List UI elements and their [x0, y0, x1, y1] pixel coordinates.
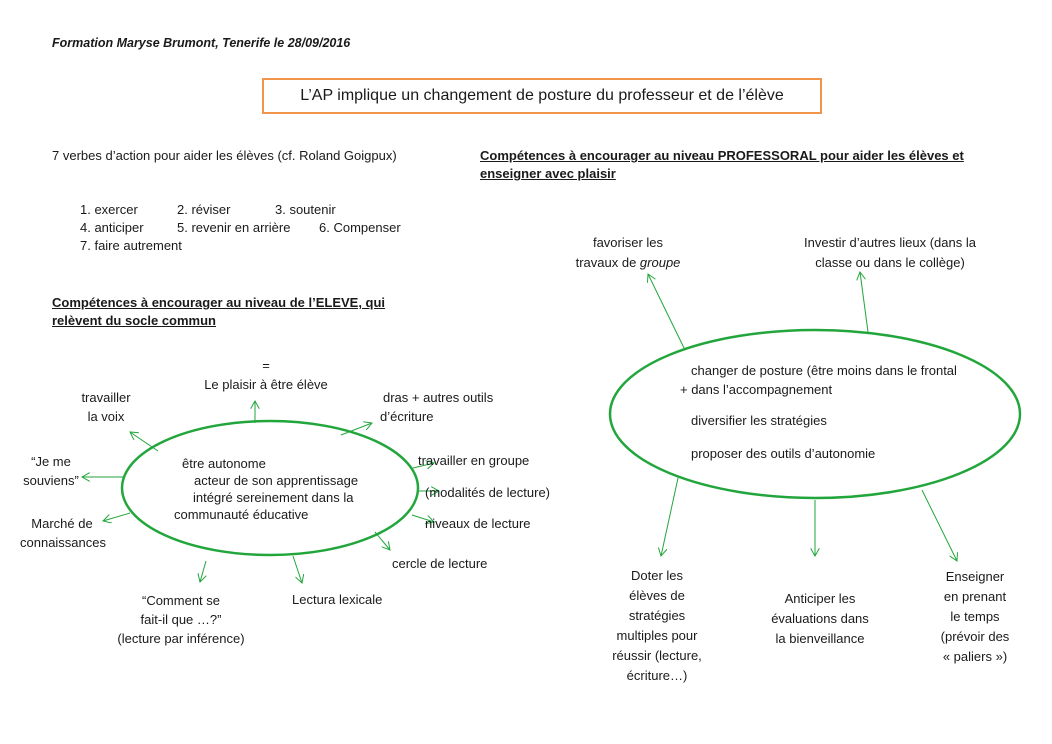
center-line: + dans l’accompagnement [680, 382, 833, 397]
verb-item: 3. soutenir [275, 202, 336, 217]
eleve-center-ellipse [120, 419, 420, 557]
label-line: travailler [81, 390, 131, 405]
label-line: travaux de groupe [566, 253, 690, 273]
label-text: travaux de [575, 255, 640, 270]
prof-heading: Compétences à encourager au niveau PROFE… [480, 147, 980, 183]
label-modalites: (modalités de lecture) [425, 485, 550, 500]
label-line: = [262, 358, 270, 373]
label-line: Investir d’autres lieux (dans la [804, 235, 976, 250]
arrow-enseigner [921, 489, 957, 561]
label-line: fait-il que …?” [140, 612, 222, 627]
label-cercle: cercle de lecture [392, 556, 488, 571]
label-line: “Je me [31, 454, 71, 469]
label-groupe: travailler en groupe [418, 453, 530, 468]
verb-item: 4. anticiper [80, 220, 144, 235]
verbs-intro: 7 verbes d’action pour aider les élèves … [52, 148, 397, 163]
label-line: évaluations dans [771, 611, 869, 626]
arrow-doter [661, 477, 679, 556]
label-lieux: Investir d’autres lieux (dans la classe … [790, 233, 990, 273]
arrow-lieux [860, 272, 869, 333]
center-line: acteur de son apprentissage [194, 473, 359, 488]
eleve-heading-line: Compétences à encourager au niveau de l’… [52, 295, 386, 310]
verbs-row-2: 4. anticiper 5. revenir en arrière 6. Comp… [80, 219, 401, 237]
verbs-list: 1. exercer 2. réviser 3. soutenir 4. antic… [80, 201, 401, 255]
verb-item: 5. revenir en arrière [177, 220, 291, 235]
verb-item: 7. faire autrement [80, 238, 182, 253]
prof-center-text: changer de posture (être moins dans le f… [680, 361, 957, 463]
verb-item: 6. Compenser [319, 220, 401, 235]
label-enseigner: Enseigner en prenant le temps (prévoir d… [925, 567, 1025, 667]
label-line: la voix [87, 409, 125, 424]
label-line: la bienveillance [775, 631, 865, 646]
center-line: intégré sereinement dans la [193, 490, 354, 505]
arrow-comment [200, 560, 206, 582]
label-line: écriture…) [626, 668, 688, 683]
label-souviens: “Je me souviens” [20, 452, 82, 490]
label-dras: dras + autres outils d’écriture [380, 388, 493, 426]
verbs-row-3: 7. faire autrement [80, 237, 401, 255]
label-line: élèves de [629, 588, 685, 603]
arrow-voix [130, 432, 159, 452]
arrow-marche [103, 512, 131, 521]
label-line: Doter les [630, 568, 684, 583]
label-line: réussir (lecture, [612, 648, 702, 663]
label-voix: travailler la voix [72, 388, 140, 426]
title-text: L’AP implique un changement de posture d… [300, 87, 784, 104]
label-line: Enseigner [945, 569, 1005, 584]
eleve-heading: Compétences à encourager au niveau de l’… [52, 294, 412, 330]
eleve-ellipse-group [120, 419, 420, 557]
center-line: proposer des outils d’autonomie [691, 446, 876, 461]
center-line: diversifier les stratégies [691, 413, 827, 428]
label-plaisir: = Le plaisir à être élève [198, 356, 334, 394]
label-line: (prévoir des [940, 629, 1010, 644]
label-line: (lecture par inférence) [117, 631, 245, 646]
label-lexicale: Lectura lexicale [292, 592, 383, 607]
label-line: en prenant [943, 589, 1007, 604]
arrow-cercle [374, 531, 390, 550]
label-niveaux: niveaux de lecture [425, 516, 531, 531]
label-doter: Doter les élèves de stratégies multiples… [598, 566, 716, 686]
label-line: Anticiper les [784, 591, 856, 606]
label-line: Le plaisir à être élève [204, 377, 328, 392]
label-emphasis: groupe [639, 255, 681, 270]
prof-center-ellipse [608, 328, 1022, 500]
label-line: le temps [950, 609, 1000, 624]
arrow-lexicale [292, 555, 302, 583]
label-line: d’écriture [380, 409, 434, 424]
verb-item: 1. exercer [80, 202, 138, 217]
center-line: communauté éducative [174, 507, 309, 522]
document-header: Formation Maryse Brumont, Tenerife le 28… [52, 36, 351, 50]
verb-item: 2. réviser [177, 202, 231, 217]
label-line: Marché de [31, 516, 93, 531]
arrow-travaux [648, 274, 686, 351]
prof-ellipse-group [608, 328, 1022, 500]
eleve-center-text: être autonome acteur de son apprentissag… [174, 455, 359, 523]
label-anticiper: Anticiper les évaluations dans la bienve… [760, 589, 880, 649]
arrow-niveaux [411, 514, 434, 522]
prof-heading-line: enseigner avec plaisir [480, 166, 616, 181]
label-travaux: favoriser les travaux de groupe [566, 233, 690, 273]
label-line: connaissances [20, 535, 106, 550]
verbs-row-1: 1. exercer 2. réviser 3. soutenir [80, 201, 401, 219]
center-line: changer de posture (être moins dans le f… [691, 363, 957, 378]
label-line: “Comment se [141, 593, 221, 608]
prof-heading-line: Compétences à encourager au niveau PROFE… [480, 148, 964, 163]
label-line: souviens” [23, 473, 79, 488]
label-line: stratégies [628, 608, 686, 623]
title-box: L’AP implique un changement de posture d… [262, 78, 822, 114]
label-line: multiples pour [616, 628, 698, 643]
arrow-groupe [412, 463, 434, 468]
arrow-dras [340, 423, 372, 436]
eleve-heading-line: relèvent du socle commun [52, 313, 216, 328]
label-line: dras + autres outils [383, 390, 494, 405]
label-line: « paliers ») [942, 649, 1008, 664]
label-line: classe ou dans le collège) [815, 255, 965, 270]
label-comment: “Comment se fait-il que …?” (lecture par… [108, 591, 254, 648]
label-marche: Marché de connaissances [20, 514, 106, 552]
center-line: être autonome [182, 456, 266, 471]
label-line: favoriser les [592, 235, 664, 250]
